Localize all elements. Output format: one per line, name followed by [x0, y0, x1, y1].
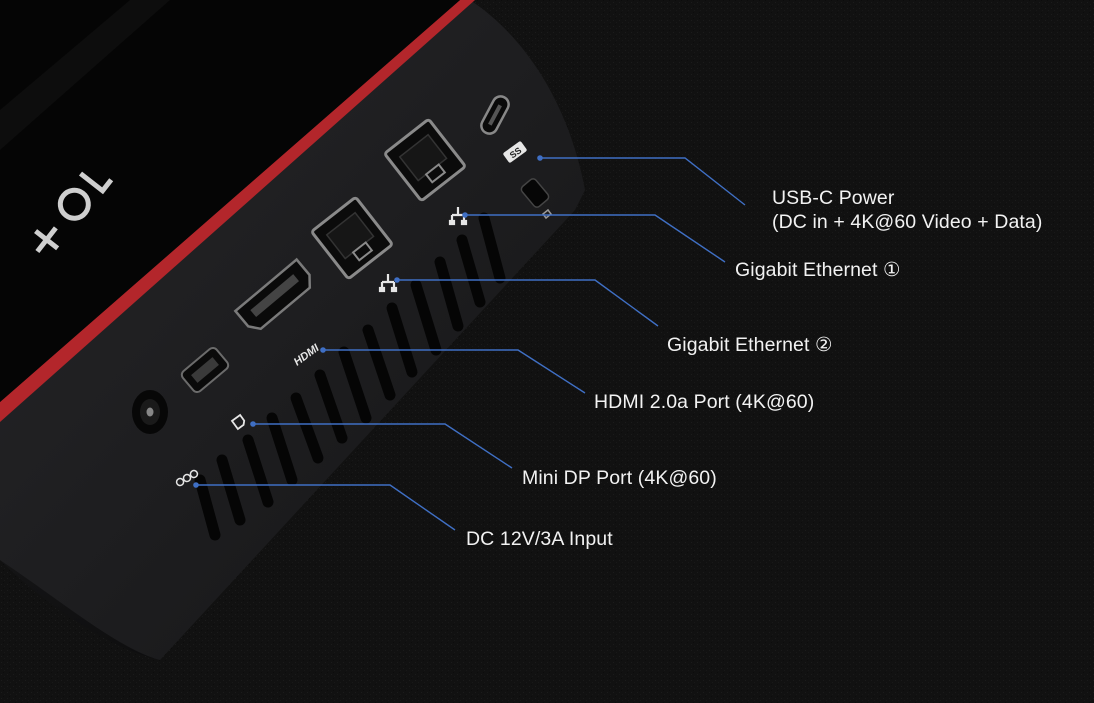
- device-top-surface: [0, 0, 460, 402]
- hdmi-port: [233, 257, 312, 331]
- displayport-icon: [230, 413, 246, 431]
- callout-usbc-title: USB-C Power: [772, 187, 895, 209]
- mini-dp-port: [180, 346, 230, 394]
- leader-line-minidp: [253, 423, 513, 469]
- lock-slot: [520, 178, 550, 208]
- dc-jack-port: [132, 390, 168, 434]
- ethernet-port-1: [384, 118, 466, 202]
- leader-line-usbc: [540, 157, 746, 206]
- brand-logo: [34, 171, 114, 254]
- network-icon: [448, 207, 468, 226]
- callout-dc-input: DC 12V/3A Input: [466, 528, 613, 550]
- callout-hdmi: HDMI 2.0a Port (4K@60): [594, 391, 815, 413]
- leader-line-eth2: [397, 279, 659, 327]
- lock-icon: [541, 208, 553, 220]
- callout-usbc: USB-C Power (DC in + 4K@60 Video + Data): [772, 186, 1042, 234]
- device-red-trim: [0, 0, 475, 422]
- dc-polarity-icon: [175, 469, 199, 487]
- usb-c-port: [480, 95, 510, 135]
- ventilation-slots: [194, 212, 506, 541]
- leader-line-dc: [196, 484, 456, 531]
- callout-ethernet-2: Gigabit Ethernet ②: [667, 334, 833, 356]
- ethernet-port-2: [311, 196, 393, 280]
- network-icon: [378, 274, 398, 293]
- callout-usbc-detail: (DC in + 4K@60 Video + Data): [772, 211, 1043, 233]
- callout-ethernet-1: Gigabit Ethernet ①: [735, 259, 901, 281]
- leader-line-eth1: [465, 214, 726, 263]
- device-top-highlight: [0, 0, 170, 150]
- leader-line-hdmi: [323, 349, 586, 394]
- callout-minidp: Mini DP Port (4K@60): [522, 467, 717, 489]
